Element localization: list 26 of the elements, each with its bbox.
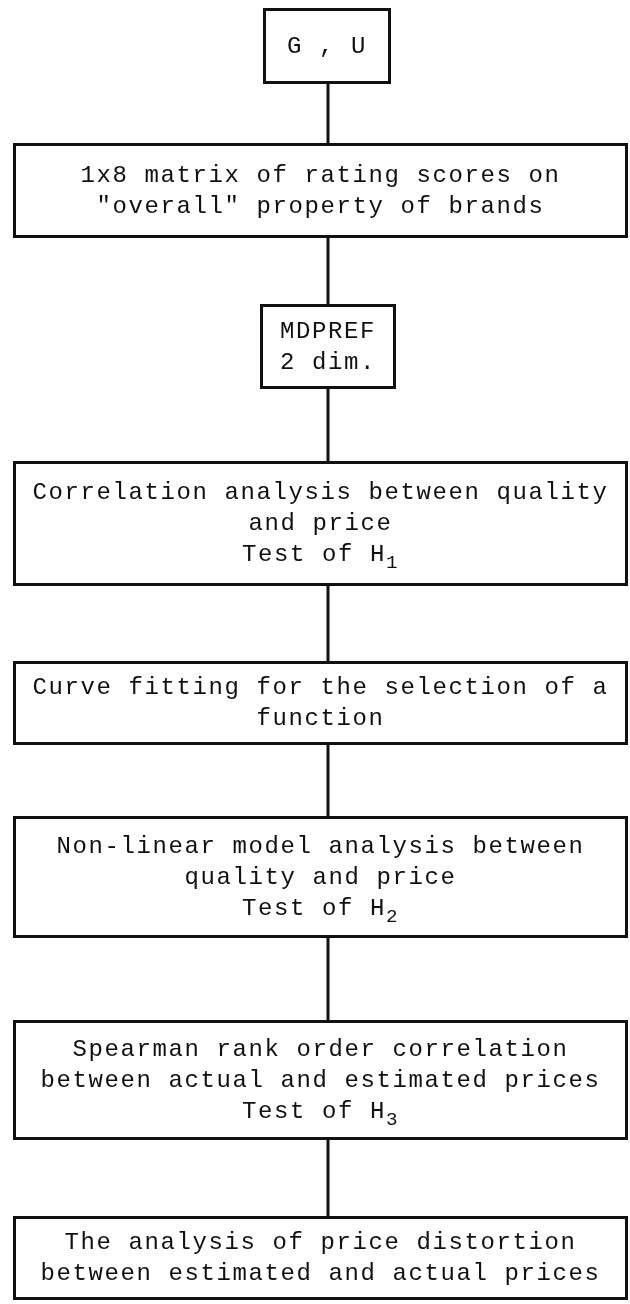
process-box [13,816,628,938]
connector-line [326,389,330,461]
connector-line [326,84,330,143]
process-box [260,304,396,389]
process-box [13,461,628,586]
box-text: Test of H$_{1}$ [241,540,400,570]
box-text: Test of H$_{3}$ [241,1096,400,1127]
box-text: Curve fitting for the selection of a function [31,673,610,734]
box-text: Spearman rank order correlation between actual and estimated prices [39,1034,602,1096]
box-text: Test of H$_{2}$ [241,893,400,924]
connector-line [326,938,330,1020]
box-text: Correlation analysis between quality and price [31,478,610,539]
process-box [13,1020,628,1140]
process-box [263,8,391,84]
box-text: G , U [287,31,367,62]
box-text: MDPREF 2 dim. [279,316,377,378]
connector-line [326,586,330,661]
connector-line [326,1140,330,1216]
process-box [13,143,628,238]
process-box [13,661,628,745]
box-text: 1x8 matrix of rating scores on "overall" property of brands [79,160,562,222]
connector-line [326,238,330,304]
connector-line [326,745,330,816]
box-text: Non-linear model analysis between quality and price [55,831,586,893]
process-box [13,1216,628,1300]
box-text: The analysis of price distortion between estimated and actual prices [39,1228,602,1289]
